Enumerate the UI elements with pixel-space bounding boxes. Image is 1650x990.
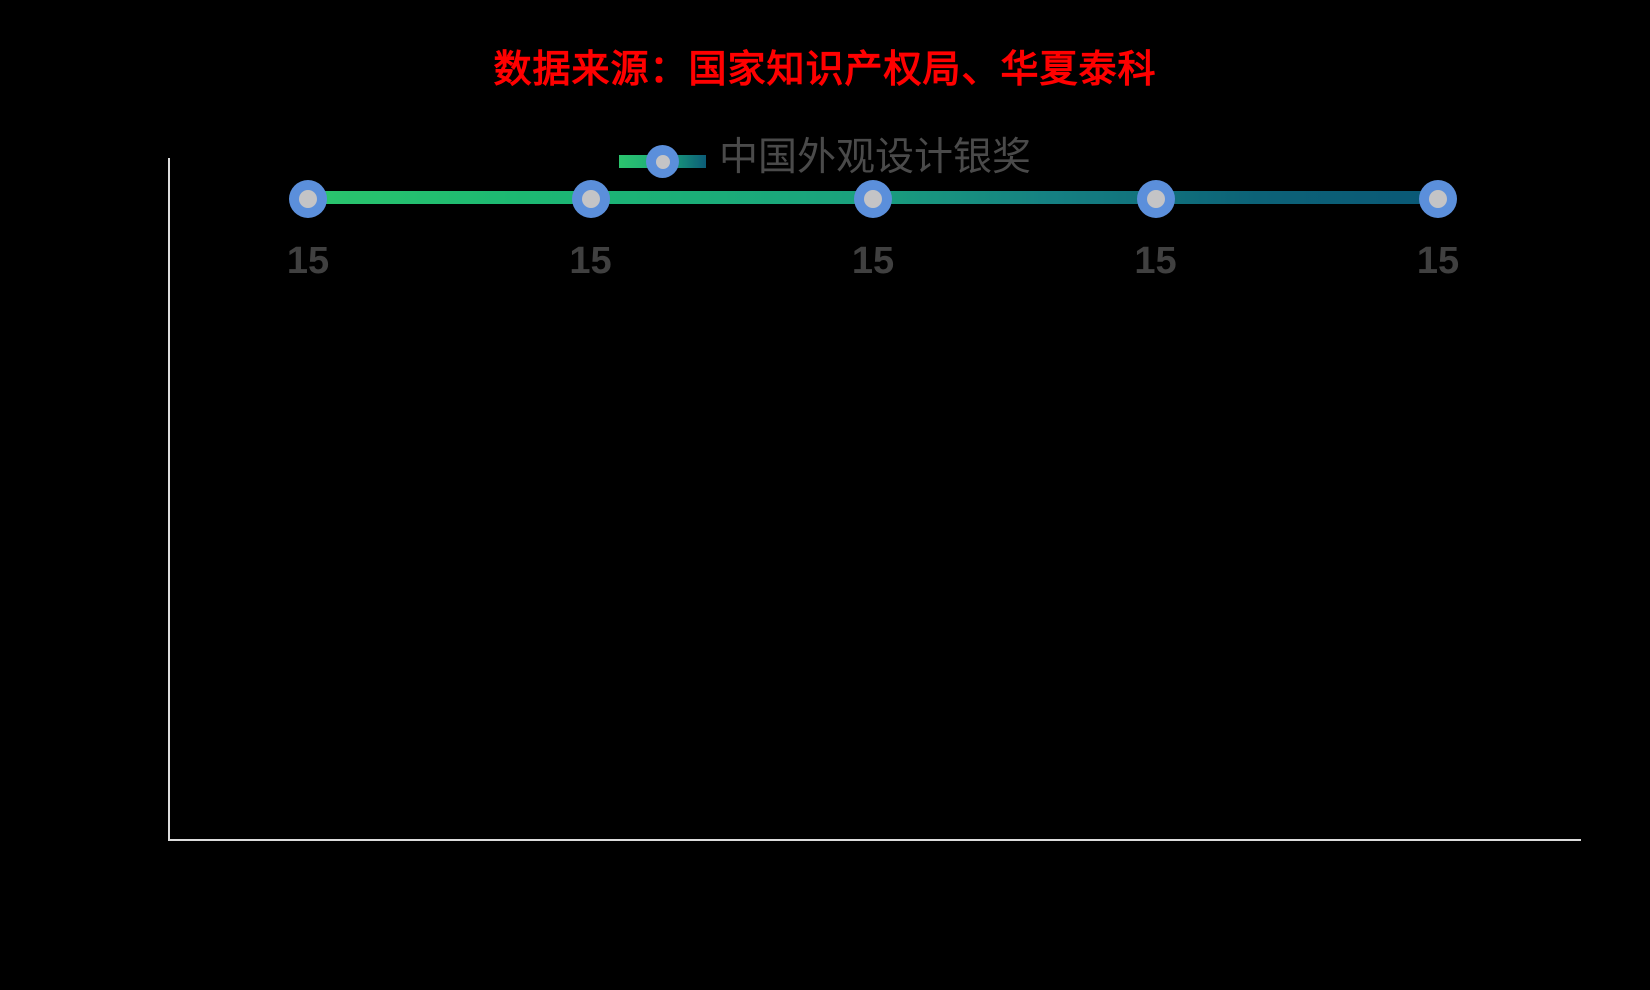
legend-marker-icon [646, 145, 679, 178]
data-point-marker [289, 180, 327, 218]
data-point-marker [854, 180, 892, 218]
data-source-title: 数据来源：国家知识产权局、华夏泰科 [493, 46, 1157, 91]
data-point-label: 15 [286, 240, 330, 282]
data-point-label: 15 [851, 240, 895, 282]
data-point-label: 15 [569, 240, 612, 282]
data-point-marker [1419, 180, 1457, 218]
data-point-label: 15 [1134, 240, 1177, 282]
data-point-label: 15 [1416, 240, 1460, 282]
x-axis-line [168, 839, 1581, 841]
data-point-marker [1136, 180, 1175, 218]
data-point-marker [571, 180, 610, 218]
legend-series-label: 中国外观设计银奖 [719, 136, 1032, 179]
y-axis-line [168, 158, 170, 841]
